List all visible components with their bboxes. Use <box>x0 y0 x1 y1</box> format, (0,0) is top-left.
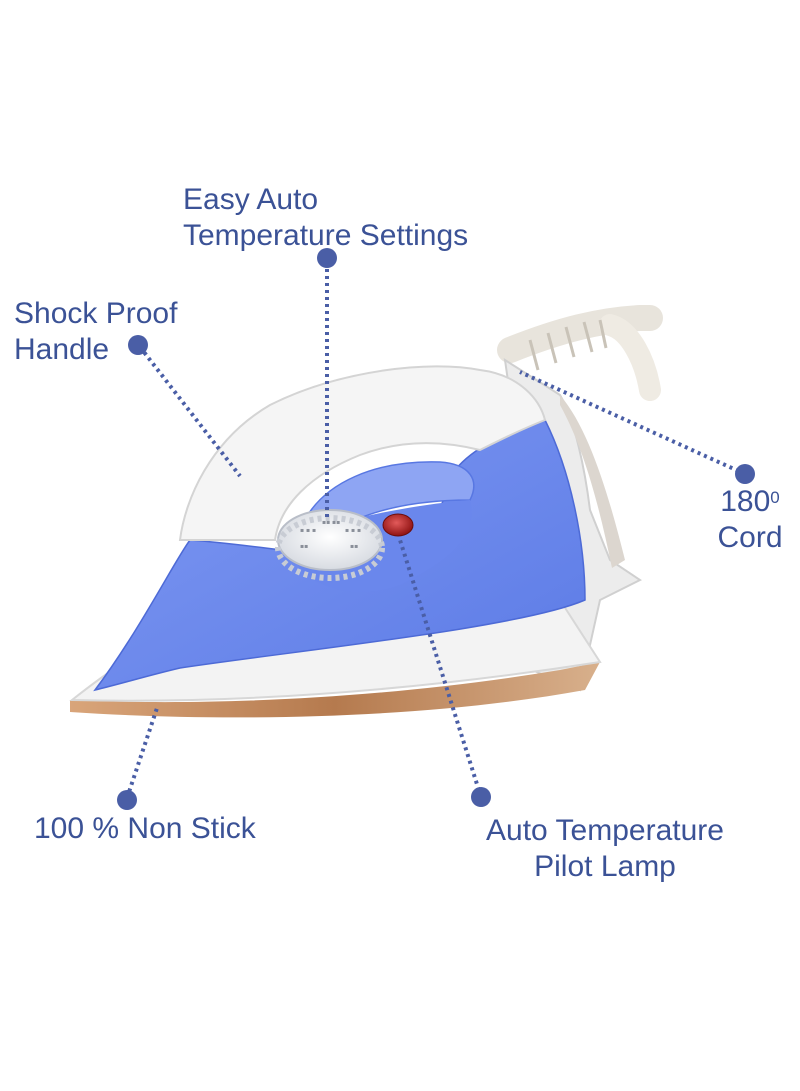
callout-dot-icon <box>117 790 137 810</box>
cord <box>497 305 663 401</box>
label-pilot-lamp-line2: Pilot Lamp <box>534 850 676 883</box>
soleplate <box>70 662 600 718</box>
label-temperature-settings-line2: Temperature Settings <box>183 219 469 252</box>
cord-degree-sup: 0 <box>770 488 780 507</box>
temperature-dial: ▪ ▪ ▪ ▪▪ ▪▪ ▪ ▪ ▪ ▪▪ ▪▪ <box>275 509 385 581</box>
svg-text:▪▪: ▪▪ <box>350 543 358 550</box>
leader-lines <box>125 262 746 799</box>
svg-text:▪ ▪ ▪: ▪ ▪ ▪ <box>345 527 361 534</box>
callout-dot-icon <box>317 248 337 268</box>
label-non-stick: 100 % Non Stick <box>34 811 256 847</box>
svg-text:▪▪: ▪▪ <box>300 543 308 550</box>
label-pilot-lamp: Auto Temperature Pilot Lamp <box>470 813 740 885</box>
label-handle-line2: Handle <box>14 333 110 366</box>
label-cord-line2: Cord <box>717 521 783 554</box>
callout-dot-icon <box>471 787 491 807</box>
svg-text:▪ ▪ ▪: ▪ ▪ ▪ <box>300 527 316 534</box>
label-temperature-settings: Easy Auto Temperature Settings <box>183 182 468 254</box>
label-cord-line1: 1800 <box>710 484 790 520</box>
cord-degrees: 180 <box>720 485 771 518</box>
label-handle: Shock Proof Handle <box>14 296 177 368</box>
svg-text:▪▪ ▪▪: ▪▪ ▪▪ <box>322 519 340 526</box>
callout-dot-icon <box>735 464 755 484</box>
pilot-lamp <box>382 513 414 537</box>
label-handle-line1: Shock Proof <box>14 297 178 330</box>
label-non-stick-line1: 100 % Non Stick <box>34 812 256 845</box>
iron-handle-white <box>178 365 547 541</box>
callout-dot-icon <box>128 335 148 355</box>
label-pilot-lamp-line1: Auto Temperature <box>486 814 724 847</box>
label-temperature-settings-line1: Easy Auto <box>183 183 319 216</box>
label-cord: 1800 Cord <box>710 484 790 556</box>
